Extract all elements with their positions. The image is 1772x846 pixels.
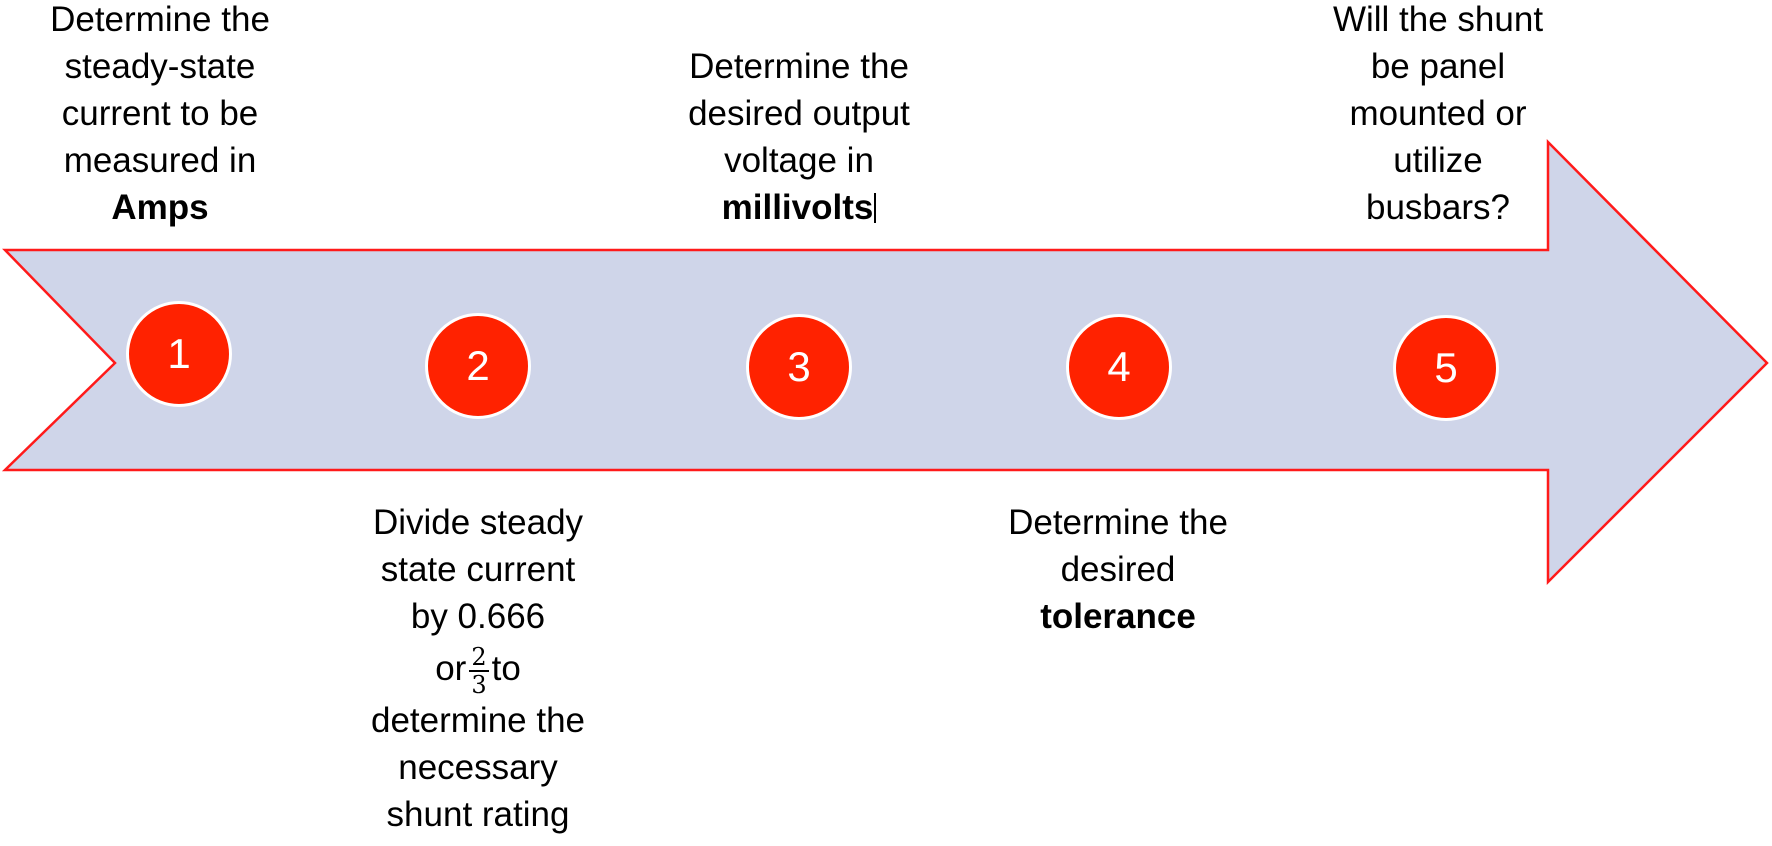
step-2-line: Divide steady [372,503,584,542]
step-4-number: 4 [1107,343,1131,390]
step-2-fraction-prefix: or [435,649,467,688]
step-4-line: Determine the [1008,503,1228,542]
step-3-number: 3 [787,343,811,390]
step-5-line: be panel [1370,47,1506,86]
step-3-line: voltage in [724,141,874,180]
step-1-line: Determine the [50,0,270,39]
step-4-unit: tolerance [1040,597,1196,636]
step-2-line: shunt rating [386,795,570,834]
fraction-numerator: 2 [469,642,489,672]
step-5-text: Will the shunt be panel mounted or utili… [1288,0,1588,231]
step-2-fraction-suffix: to [491,649,521,688]
step-4-circle: 4 [1066,314,1172,420]
step-3-line: desired output [688,94,910,133]
step-4-line: desired [1060,550,1176,589]
step-3-circle: 3 [746,314,852,420]
step-3-unit-line: millivolts [649,184,949,231]
arrow-shape [1,138,1769,586]
step-1-line: measured in [63,141,257,180]
step-3-line: Determine the [689,47,909,86]
step-2-line: by 0.666 [410,597,546,636]
step-5-line: busbars? [1366,188,1510,227]
step-5-line: mounted or [1349,94,1527,133]
step-3-unit: millivolts [721,188,874,227]
step-1-line: current to be [61,94,259,133]
step-5-line: utilize [1393,141,1483,180]
fraction-denominator: 3 [471,670,487,699]
step-2-line: state current [380,550,576,589]
step-2-number: 2 [466,342,490,389]
step-4-text: Determine the desired tolerance [968,499,1268,640]
step-1-number: 1 [167,330,191,377]
step-2-line: necessary [398,748,558,787]
text-cursor [874,193,877,223]
step-1-circle: 1 [126,301,232,407]
step-1-text: Determine the steady-state current to be… [10,0,310,231]
step-3-text: Determine the desired output voltage in … [649,43,949,231]
step-1-line: steady-state [64,47,256,86]
step-5-line: Will the shunt [1332,0,1544,39]
step-5-number: 5 [1434,344,1458,391]
step-2-line: determine the [370,701,586,740]
step-5-circle: 5 [1393,315,1499,421]
step-1-unit: Amps [111,188,209,227]
step-2-circle: 2 [425,313,531,419]
